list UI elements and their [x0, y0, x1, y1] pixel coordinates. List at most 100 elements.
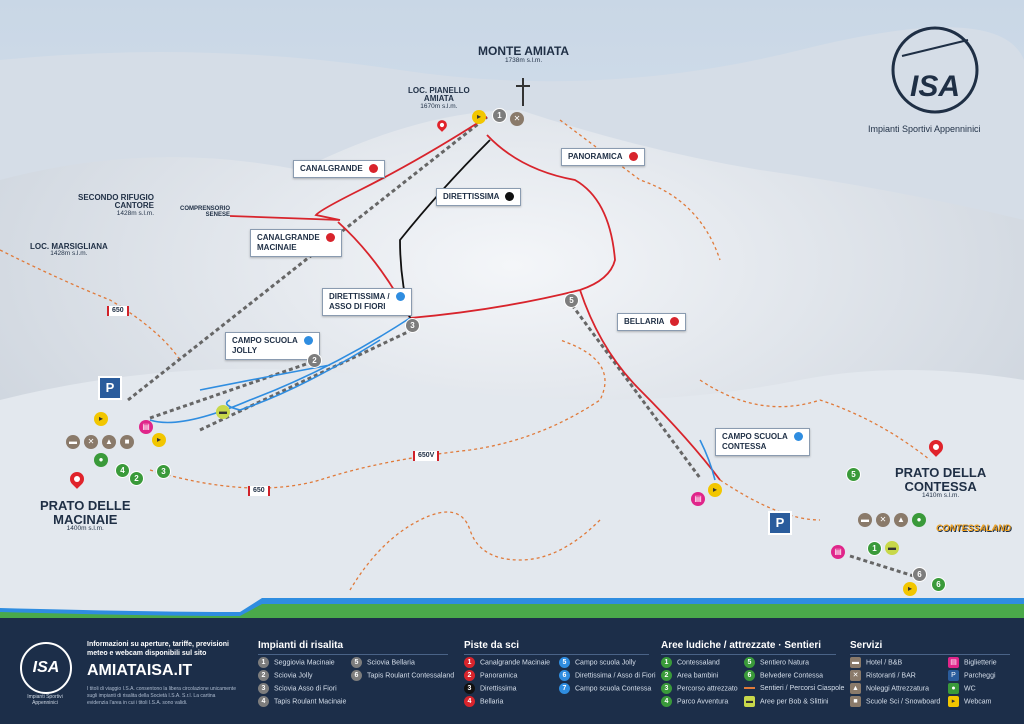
legend-item: Sentieri / Percorsi Ciaspole [744, 683, 844, 695]
divider [661, 654, 836, 655]
red-dot-icon [368, 164, 378, 174]
blue-pistes [149, 317, 411, 424]
summit-cross-icon [516, 78, 530, 106]
piste-label-direttissima[interactable]: DIRETTISSIMA [436, 188, 522, 206]
hotel-icon: ▬ [850, 657, 861, 668]
rental-icon[interactable]: ▲ [102, 435, 116, 449]
legend-item: ✕Ristoranti / BAR [850, 670, 916, 682]
wc-icon: ● [948, 683, 959, 694]
ticket-office-icon[interactable]: ▤ [139, 420, 153, 434]
red-dot-icon [628, 152, 638, 162]
isa-logo: ISA [888, 26, 982, 116]
rental-icon[interactable]: ▲ [894, 513, 908, 527]
piste-label-canalgrande[interactable]: CANALGRANDE [293, 160, 385, 178]
restaurant-icon: ✕ [850, 670, 861, 681]
ticket-office-icon[interactable]: ▤ [831, 545, 845, 559]
webcam-icon[interactable]: ▸ [708, 483, 722, 497]
hotel-icon[interactable]: ▬ [858, 513, 872, 527]
ticket-office-icon[interactable]: ▤ [691, 492, 705, 506]
blue-dot-icon [793, 432, 803, 442]
legend-item: ▲Noleggi Attrezzatura [850, 683, 929, 695]
trail-tag: 650V [413, 451, 440, 461]
trails [0, 119, 931, 591]
restaurant-icon[interactable]: ✕ [510, 112, 524, 126]
legend-item: ●WC [948, 683, 976, 695]
lift-badge[interactable]: 1 [492, 108, 507, 123]
blue-dot-icon [395, 292, 405, 302]
parking-icon: P [948, 670, 959, 681]
blue-dot-icon [303, 336, 313, 346]
sled-area-icon[interactable]: ▬ [216, 405, 230, 419]
ticket-office-icon: ▤ [948, 657, 959, 668]
wc-icon[interactable]: ● [912, 513, 926, 527]
lift-badge[interactable]: 5 [564, 293, 579, 308]
terrain-svg [0, 0, 1024, 628]
legend-title-piste: Piste da sci [464, 640, 520, 651]
red-pistes [229, 116, 721, 481]
blue-piste-contessa [699, 439, 716, 481]
legend-item: ■Scuole Sci / Snowboard [850, 696, 940, 708]
parking-contessa-icon: P [768, 511, 792, 535]
hotel-icon[interactable]: ▬ [66, 435, 80, 449]
webcam-icon[interactable]: ▸ [152, 433, 166, 447]
lift-badge[interactable]: 3 [405, 318, 420, 333]
area-badge[interactable]: 3 [156, 464, 171, 479]
rental-icon: ▲ [850, 683, 861, 694]
logo-tagline: Impianti Sportivi Appenninici [868, 124, 981, 134]
legend-title-aree: Aree ludiche / attrezzate · Sentieri [661, 640, 822, 651]
restaurant-icon[interactable]: ✕ [84, 435, 98, 449]
divider [258, 654, 448, 655]
area-badge[interactable]: 4 [115, 463, 130, 478]
piste-label-panoramica[interactable]: PANORAMICA [561, 148, 645, 166]
trail-tag: 650 [248, 486, 270, 496]
sled-area-icon[interactable]: ▬ [885, 541, 899, 555]
red-dot-icon [325, 233, 335, 243]
area-badge[interactable]: 5 [846, 467, 861, 482]
area-badge[interactable]: 1 [867, 541, 882, 556]
lift-badge[interactable]: 6 [912, 567, 927, 582]
red-dot-icon [670, 317, 680, 327]
ski-school-icon: ■ [850, 696, 861, 707]
legend-item: ▤Biglietterie [948, 657, 997, 669]
legend-title-servizi: Servizi [850, 640, 883, 651]
webcam-icon[interactable]: ▸ [94, 412, 108, 426]
lifts [127, 115, 921, 580]
trail-tag: 650 [107, 306, 129, 316]
lift-badge[interactable]: 2 [307, 353, 322, 368]
area-badge[interactable]: 2 [129, 471, 144, 486]
ski-school-icon[interactable]: ■ [120, 435, 134, 449]
legend-title-impianti: Impianti di risalita [258, 640, 344, 651]
area-badge[interactable]: 6 [931, 577, 946, 592]
wc-icon[interactable]: ● [94, 453, 108, 467]
piste-label-bellaria[interactable]: BELLARIA [617, 313, 687, 331]
restaurant-icon[interactable]: ✕ [876, 513, 890, 527]
site-link[interactable]: AMIATAISA.IT [87, 662, 193, 679]
footer-info: Informazioni su aperture, tariffe, previ… [87, 641, 229, 657]
piste-label-asso-di-fiori[interactable]: DIRETTISSIMA /ASSO DI FIORI [322, 288, 412, 316]
legend-item: ▬Aree per Bob & Slittini [744, 696, 829, 707]
webcam-icon[interactable]: ▸ [903, 582, 917, 596]
webcam-icon[interactable]: ▸ [472, 110, 486, 124]
